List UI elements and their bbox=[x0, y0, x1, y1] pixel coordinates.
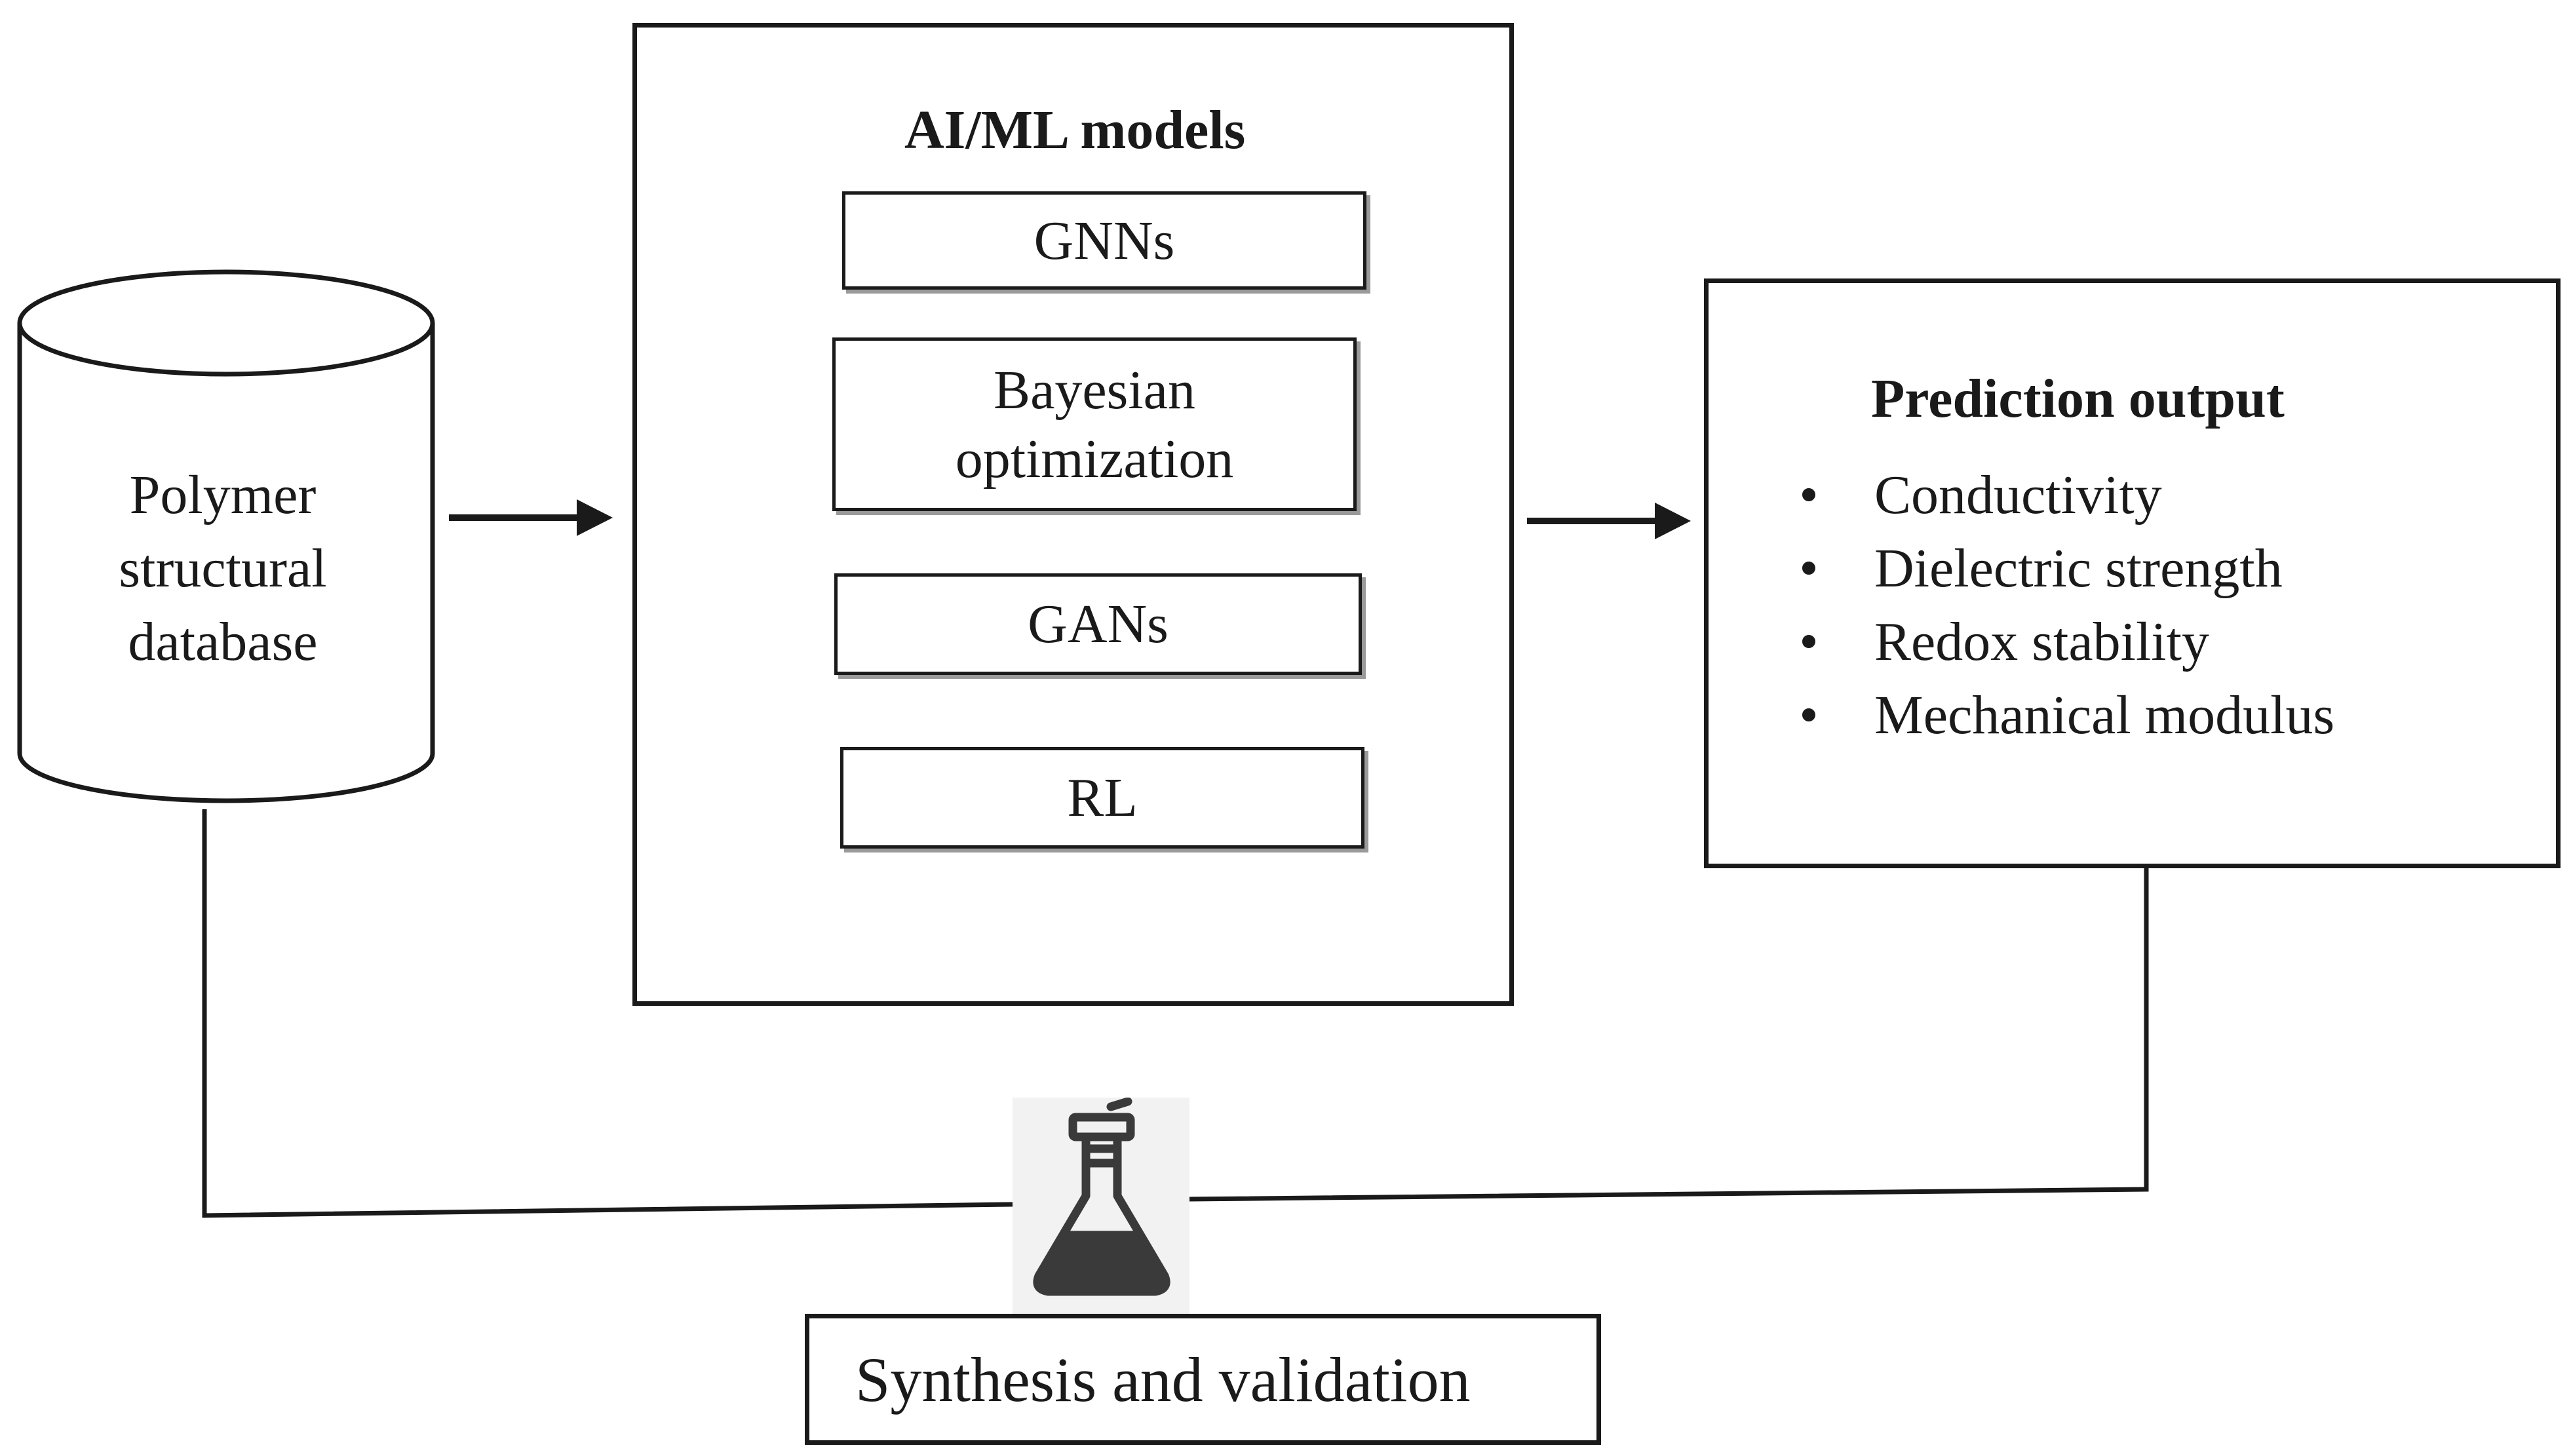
database-cylinder bbox=[17, 269, 435, 803]
model-box-gans: GANs bbox=[834, 573, 1362, 675]
arrow-database-to-models bbox=[449, 499, 613, 536]
model-box-rl: RL bbox=[840, 747, 1364, 849]
models-container bbox=[632, 23, 1514, 1006]
database-label-line: database bbox=[128, 611, 318, 672]
arrow-models-to-output bbox=[1527, 503, 1691, 539]
database-label-line: Polymer bbox=[129, 465, 317, 526]
models-title: AI/ML models bbox=[904, 100, 1246, 161]
database-label: Polymer structural database bbox=[20, 459, 426, 679]
model-box-bayesian-optimization: Bayesian optimization bbox=[832, 337, 1357, 511]
flask-icon-tile bbox=[1013, 1097, 1189, 1314]
output-list-item: • Conductivity bbox=[1796, 459, 2334, 532]
cylinder-body bbox=[17, 323, 435, 803]
model-label: GNNs bbox=[1034, 210, 1175, 271]
model-box-gnns: GNNs bbox=[842, 191, 1366, 290]
output-list-item: • Redox stability bbox=[1796, 605, 2334, 679]
bullet-mark: • bbox=[1799, 538, 1819, 599]
loop-line-right bbox=[1189, 868, 2149, 1202]
output-list-item: • Dielectric strength bbox=[1796, 532, 2334, 605]
output-item-label: Redox stability bbox=[1874, 611, 2209, 672]
cylinder-top bbox=[17, 269, 435, 377]
prediction-output-title: Prediction output bbox=[1871, 368, 2285, 429]
model-label: optimization bbox=[955, 428, 1234, 489]
bullet-mark: • bbox=[1799, 611, 1819, 672]
synthesis-validation-label: Synthesis and validation bbox=[855, 1344, 1471, 1415]
synthesis-validation-box: Synthesis and validation bbox=[805, 1314, 1601, 1445]
flask-icon bbox=[1033, 1097, 1170, 1296]
output-list-item: • Mechanical modulus bbox=[1796, 679, 2334, 752]
output-item-label: Dielectric strength bbox=[1874, 538, 2283, 599]
prediction-output-list: • Conductivity • Dielectric strength • R… bbox=[1796, 459, 2334, 752]
output-item-label: Mechanical modulus bbox=[1874, 685, 2335, 746]
model-label: RL bbox=[1067, 767, 1138, 828]
bullet-mark: • bbox=[1799, 465, 1819, 526]
model-label: GANs bbox=[1028, 594, 1169, 655]
database-label-line: structural bbox=[119, 538, 327, 599]
loop-line-left bbox=[202, 809, 1013, 1218]
bullet-mark: • bbox=[1799, 685, 1819, 746]
output-item-label: Conductivity bbox=[1874, 465, 2162, 526]
model-label: Bayesian bbox=[994, 359, 1195, 421]
prediction-output-box bbox=[1704, 278, 2561, 868]
